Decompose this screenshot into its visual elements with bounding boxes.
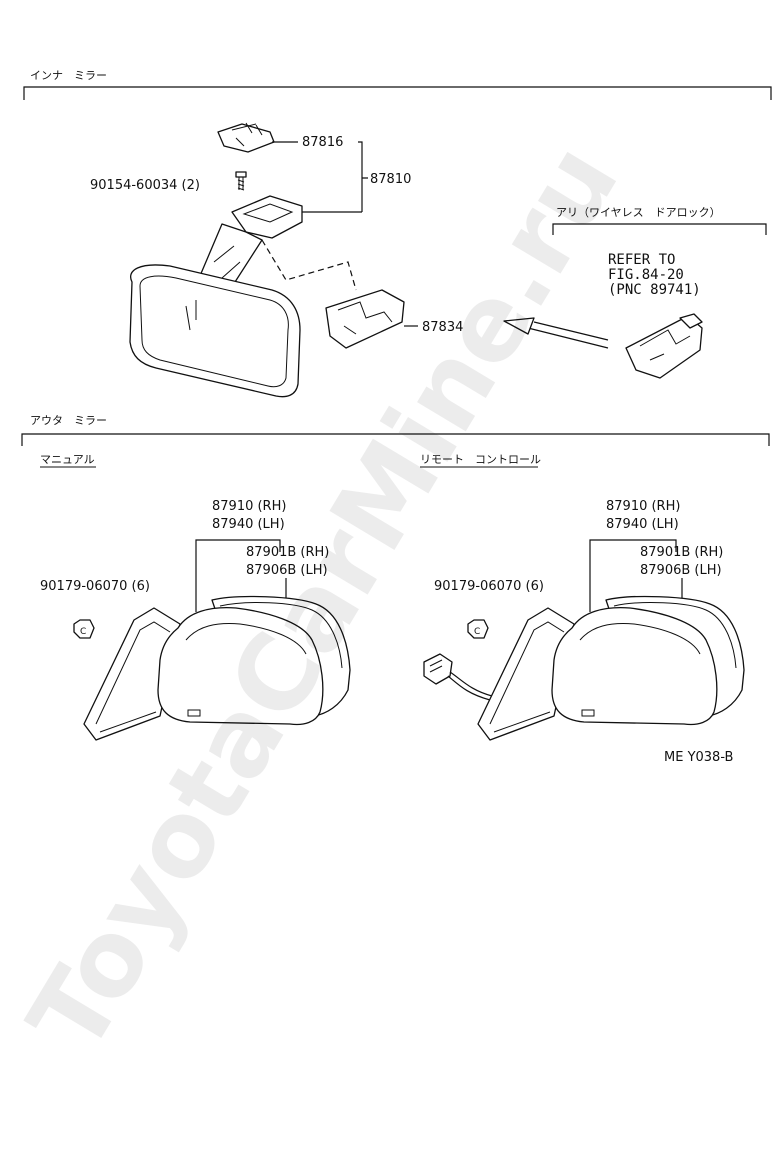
remote-nut-part: C xyxy=(467,619,489,639)
bracket-wireless-door-lock xyxy=(552,223,767,235)
section-bracket-inner-mirror xyxy=(23,86,772,100)
inner-mirror-part xyxy=(129,264,301,398)
label-87834: 87834 xyxy=(422,320,463,335)
dashed-link-87834 xyxy=(261,239,357,291)
refer-line-2: FIG.84-20 xyxy=(608,267,684,283)
label-manual-87910: 87910 (RH) xyxy=(212,499,286,514)
section-title-remote-control: リモート コントロール xyxy=(420,453,541,466)
watermark-text: ToyotaCarMine.ru xyxy=(5,124,642,1073)
bracket-remote-87910 xyxy=(589,539,677,612)
figure-code: ME Y038-B xyxy=(664,750,733,765)
label-manual-nut: 90179-06070 (6) xyxy=(40,579,150,594)
label-manual-87906b: 87906B (LH) xyxy=(246,563,328,578)
arrow-to-87834 xyxy=(503,317,609,349)
label-remote-87906b: 87906B (LH) xyxy=(640,563,722,578)
label-manual-87940: 87940 (LH) xyxy=(212,517,285,532)
section-title-wireless-door-lock: アリ（ワイヤレス ドアロック） xyxy=(556,206,721,219)
label-manual-87901b: 87901B (RH) xyxy=(246,545,329,560)
clip-87816-part xyxy=(217,122,275,153)
remote-outer-mirror-part xyxy=(477,595,745,741)
manual-outer-mirror-part xyxy=(83,595,351,741)
section-title-inner-mirror: インナ ミラー xyxy=(30,69,107,82)
section-title-outer-mirror: アウタ ミラー xyxy=(30,414,107,427)
screw-90154-part xyxy=(235,171,247,191)
label-87816: 87816 xyxy=(302,135,343,150)
label-90154: 90154-60034 (2) xyxy=(90,178,200,193)
label-remote-87940: 87940 (LH) xyxy=(606,517,679,532)
remote-connector-part xyxy=(423,653,493,701)
leader-87810 xyxy=(302,177,368,213)
manual-nut-part: C xyxy=(73,619,95,639)
wireless-cover-part xyxy=(625,313,703,379)
label-remote-nut: 90179-06070 (6) xyxy=(434,579,544,594)
label-remote-87910: 87910 (RH) xyxy=(606,499,680,514)
cover-87834-part xyxy=(325,289,405,349)
section-bracket-outer-mirror xyxy=(21,433,770,446)
refer-line-1: REFER TO xyxy=(608,252,675,268)
section-title-manual: マニュアル xyxy=(40,453,95,466)
manual-nut-symbol: C xyxy=(80,627,86,637)
label-remote-87901b: 87901B (RH) xyxy=(640,545,723,560)
refer-line-3: (PNC 89741) xyxy=(608,282,701,298)
bracket-manual-87910 xyxy=(195,539,281,612)
remote-nut-symbol: C xyxy=(474,627,480,637)
bracket-87810-upper xyxy=(358,141,363,212)
label-87810: 87810 xyxy=(370,172,411,187)
